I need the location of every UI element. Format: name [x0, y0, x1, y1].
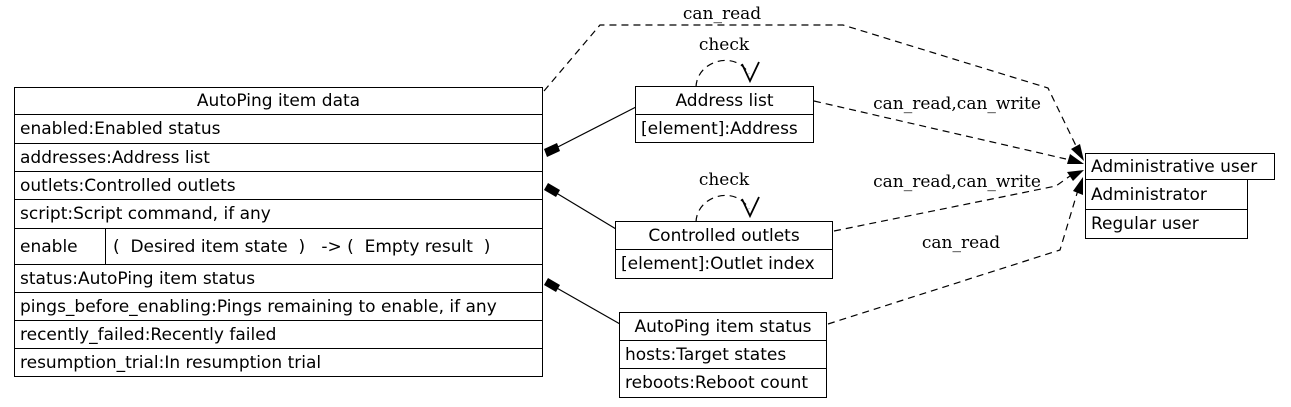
- method-name: enable: [15, 229, 106, 264]
- node-administrative-user-title-box: Administrative user: [1085, 153, 1275, 180]
- node-autoping-item-status: AutoPing item status hosts:Target states…: [619, 312, 827, 398]
- edge-addresses-link: [547, 106, 637, 153]
- role-administrator: Administrator: [1091, 184, 1207, 205]
- node-address-list: Address list [element]:Address: [635, 86, 814, 143]
- edge-label-can-read-status: can_read: [921, 233, 1001, 253]
- field-enabled: enabled:Enabled status: [15, 114, 542, 143]
- field-resumption-trial: resumption_trial:In resumption trial: [15, 348, 542, 376]
- address-list-title: Address list: [675, 90, 774, 111]
- field-script: script:Script command, if any: [15, 199, 542, 228]
- controlled-outlets-element-field: [element]:Outlet index: [616, 249, 832, 278]
- edge-can-read-status: [827, 189, 1079, 325]
- arrowhead-crw-outlets: [1067, 170, 1084, 181]
- edge-status-link: [547, 282, 621, 325]
- field-recently-failed: recently_failed:Recently failed: [15, 320, 542, 348]
- arrowhead-can-read-status: [1073, 177, 1083, 195]
- method-row-enable: enable ( Desired item state ) -> ( Empty…: [15, 228, 542, 264]
- node-autoping-item-data: AutoPing item data enabled:Enabled statu…: [14, 87, 543, 377]
- node-administrative-user-roles-box: Administrator Regular user: [1085, 179, 1248, 239]
- address-list-element-field: [element]:Address: [636, 114, 813, 142]
- method-signature: ( Desired item state ) -> ( Empty result…: [113, 236, 491, 257]
- controlled-outlets-title: Controlled outlets: [648, 225, 800, 246]
- edge-check-address-loop: [695, 59, 750, 88]
- edge-check-outlets-loop: [695, 194, 750, 223]
- edge-can-read-write-outlets: [833, 175, 1071, 232]
- field-pings-before-enabling: pings_before_enabling:Pings remaining to…: [15, 292, 542, 320]
- edge-label-can-read-top: can_read: [682, 4, 762, 24]
- check-outlets-arrowhead: [741, 196, 760, 219]
- edge-outlets-link: [547, 187, 617, 230]
- node-controlled-outlets: Controlled outlets [element]:Outlet inde…: [615, 221, 833, 279]
- field-addresses: addresses:Address list: [15, 143, 542, 171]
- edge-label-check-outlets: check: [698, 170, 750, 190]
- diamond-status: [544, 278, 560, 292]
- autoping-item-status-title: AutoPing item status: [634, 316, 812, 337]
- field-status: status:AutoPing item status: [15, 264, 542, 292]
- edge-can-read-top: [543, 24, 1080, 153]
- edge-label-check-address: check: [698, 35, 750, 55]
- role-regular-user: Regular user: [1086, 209, 1247, 238]
- edge-label-can-read-write-address: can_read,can_write: [873, 94, 1041, 114]
- field-outlets: outlets:Controlled outlets: [15, 171, 542, 199]
- check-address-arrowhead: [741, 61, 760, 84]
- autoping-item-data-title: AutoPing item data: [196, 91, 361, 111]
- arrowhead-can-read-top: [1071, 144, 1084, 161]
- diamond-outlets: [544, 183, 560, 197]
- edge-label-can-read-write-outlets: can_read,can_write: [873, 172, 1041, 192]
- status-reboots-field: reboots:Reboot count: [620, 368, 826, 397]
- status-hosts-field: hosts:Target states: [620, 340, 826, 368]
- administrative-user-title: Administrative user: [1091, 156, 1258, 177]
- diamond-addresses: [544, 143, 560, 157]
- arrowhead-crw-address: [1067, 154, 1084, 164]
